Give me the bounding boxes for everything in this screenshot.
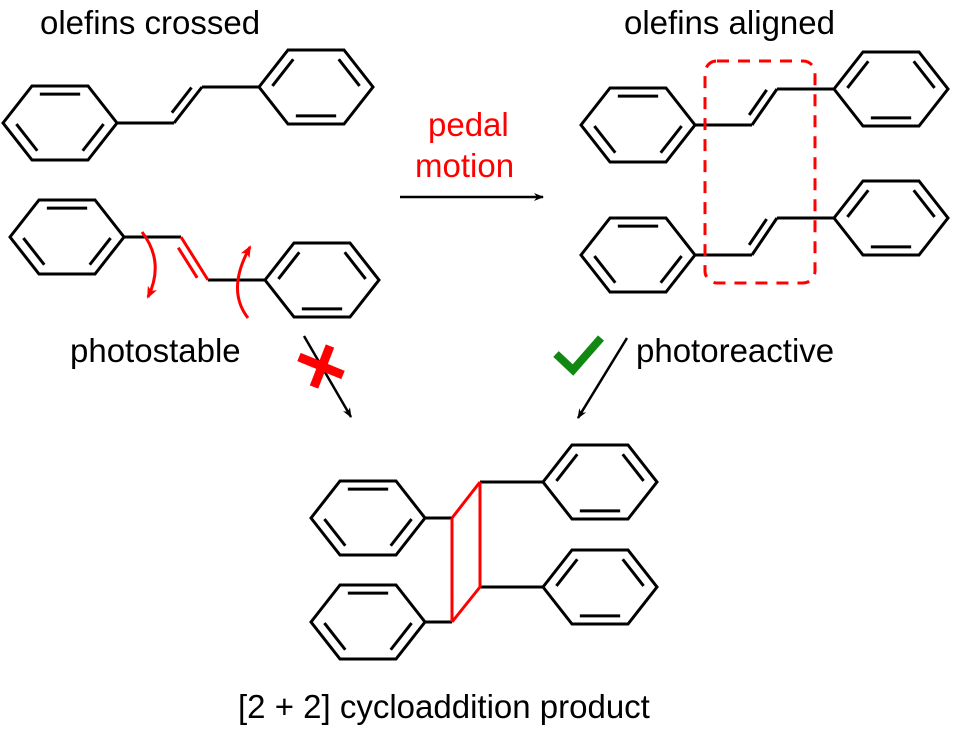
aromatic-double-bond xyxy=(323,518,347,547)
product-caption: [2 + 2] cycloaddition product xyxy=(238,688,650,725)
aromatic-double-bond xyxy=(621,558,645,587)
aromatic-double-bond xyxy=(912,60,936,89)
red-x-icon xyxy=(297,344,345,389)
olefin-bond xyxy=(750,217,779,256)
aligned-olefins-highlight-box xyxy=(703,59,817,285)
olefin-double-bond xyxy=(747,88,768,116)
aromatic-double-bond xyxy=(337,58,361,87)
benzene-ring xyxy=(1,84,119,162)
crossed-heading: olefins crossed xyxy=(40,4,260,41)
benzene-ring xyxy=(263,241,381,319)
aromatic-double-bond xyxy=(593,125,617,154)
stilbene-aligned-bottom xyxy=(579,179,950,294)
aromatic-double-bond xyxy=(81,123,105,152)
aromatic-double-bond xyxy=(659,125,683,154)
aromatic-double-bond xyxy=(555,558,579,587)
stilbene-crossed-top xyxy=(1,48,375,162)
aromatic-double-bond xyxy=(593,255,617,284)
benzene-ring xyxy=(832,50,950,128)
aromatic-double-bond xyxy=(846,189,870,218)
pedal-label-line1: pedal xyxy=(428,106,509,143)
benzene-ring xyxy=(541,443,659,521)
benzene-ring xyxy=(257,48,375,126)
aromatic-double-bond xyxy=(555,453,579,482)
benzene-ring xyxy=(579,86,697,164)
reaction-arrow xyxy=(576,337,629,419)
cyclobutane-product xyxy=(309,443,659,661)
aromatic-double-bond xyxy=(323,622,347,651)
rotation-arrow-down-icon xyxy=(140,231,157,299)
aromatic-double-bond xyxy=(621,453,645,482)
aromatic-double-bond xyxy=(15,123,39,152)
aligned-heading: olefins aligned xyxy=(624,4,835,41)
benzene-ring xyxy=(541,548,659,626)
aromatic-double-bond xyxy=(271,58,295,87)
olefin-bond xyxy=(172,86,204,124)
green-check-icon xyxy=(553,335,605,376)
olefin-double-bond xyxy=(177,246,199,279)
blocked-reaction-arrow xyxy=(302,335,353,418)
benzene-ring xyxy=(579,216,697,294)
benzene-ring xyxy=(309,479,427,557)
aromatic-double-bond xyxy=(912,189,936,218)
aromatic-double-bond xyxy=(659,255,683,284)
olefin-bond xyxy=(179,236,210,281)
benzene-ring xyxy=(309,583,427,661)
benzene-ring xyxy=(832,179,950,257)
aromatic-double-bond xyxy=(846,60,870,89)
rotation-arrow-up-icon xyxy=(236,245,252,319)
photostable-label: photostable xyxy=(70,332,241,369)
olefin-bond xyxy=(750,88,779,126)
cyclobutane-bond xyxy=(450,586,482,623)
olefin-double-bond xyxy=(747,218,768,246)
pedal-label-line2: motion xyxy=(415,147,514,184)
stilbene-crossed-bottom xyxy=(8,198,381,319)
olefin-double-bond xyxy=(170,86,193,114)
stilbene-aligned-top xyxy=(579,50,950,164)
aromatic-double-bond xyxy=(389,518,413,547)
cyclobutane-bond xyxy=(450,481,482,519)
aromatic-double-bond xyxy=(22,237,46,266)
benzene-ring xyxy=(8,198,126,276)
aromatic-double-bond xyxy=(277,251,301,280)
aromatic-double-bond xyxy=(343,251,367,280)
photoreactive-label: photoreactive xyxy=(636,332,834,369)
aromatic-double-bond xyxy=(389,622,413,651)
aromatic-double-bond xyxy=(88,237,112,266)
